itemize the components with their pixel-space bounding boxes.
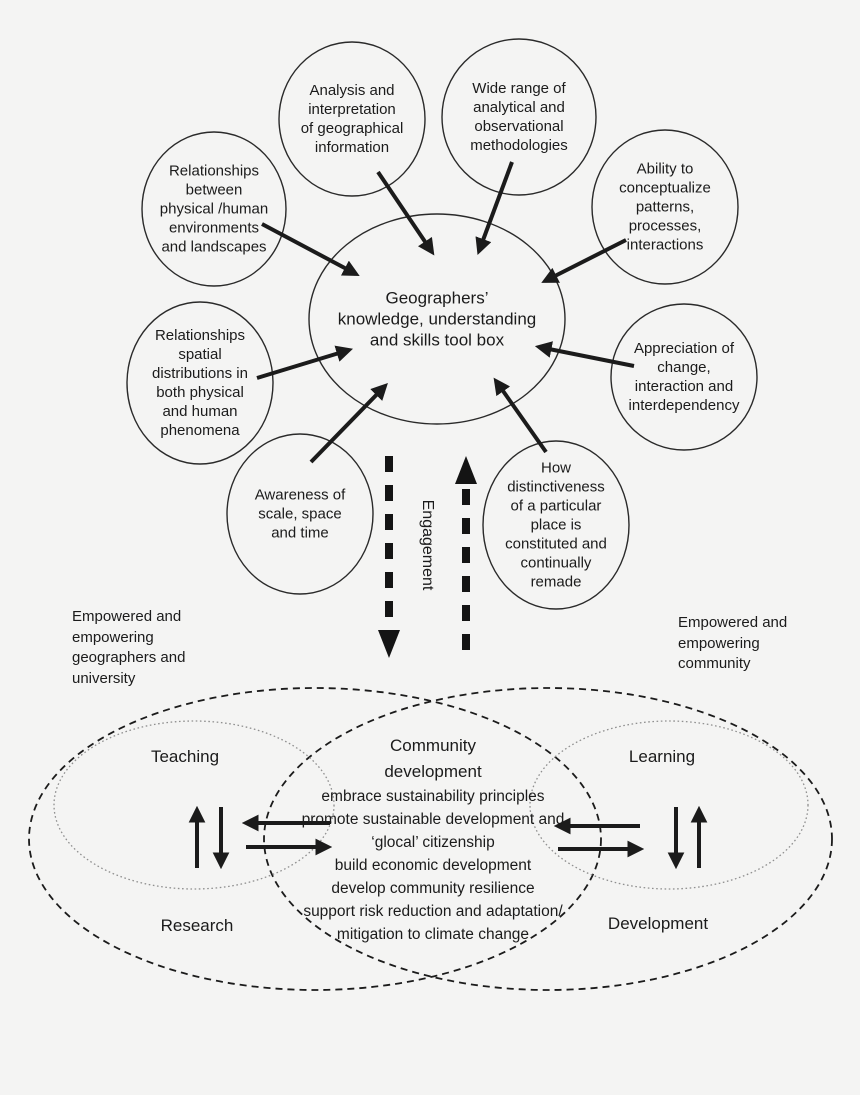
community-item-sustainability: embrace sustainability principles	[321, 788, 545, 805]
arrow-methodologies-to-hub	[475, 161, 514, 255]
community-item-climate: support risk reduction and adaptation/ m…	[303, 903, 563, 943]
teaching-inner-ellipse	[53, 720, 335, 890]
bubble-methodologies-circle	[441, 38, 597, 196]
caption-university: Empowered and empowering geographers and…	[72, 608, 186, 687]
engagement-down-arrowhead	[378, 630, 400, 658]
bubble-awareness-circle	[226, 433, 374, 595]
engagement-label: Engagement	[419, 499, 436, 591]
bubble-interdependency-label: Appreciation of change, interaction and …	[628, 340, 740, 414]
community-item-economic: build economic development	[334, 857, 532, 874]
bubble-interdependency-circle	[610, 303, 758, 451]
venn-right-ellipse	[263, 687, 833, 991]
development-label: Development	[607, 914, 709, 933]
hub-label: Geographers’ knowledge, understanding an…	[337, 288, 537, 350]
learning-label: Learning	[628, 747, 696, 766]
research-label: Research	[160, 916, 234, 935]
venn-left-ellipse	[28, 687, 602, 991]
community-item-resilience: develop community resilience	[331, 880, 535, 897]
learning-inner-ellipse	[529, 720, 809, 890]
bubble-spatial-circle	[126, 301, 274, 465]
caption-community: Empowered and empowering community	[678, 614, 788, 672]
bubble-awareness-label: Awareness of scale, space and time	[254, 486, 346, 542]
bubble-distinctiveness-circle	[482, 440, 630, 610]
arrow-environments-to-hub	[261, 222, 360, 276]
bubble-environments-label: Relationships between physical /human en…	[159, 162, 269, 256]
community-development-title: Community development	[384, 736, 482, 781]
bubble-spatial-label: Relationships spatial distributions in b…	[152, 327, 248, 439]
bubble-methodologies-label: Wide range of analytical and observation…	[470, 80, 568, 154]
arrow-spatial-to-hub	[256, 345, 354, 380]
community-item-glocal: promote sustainable development and ‘glo…	[301, 811, 565, 851]
bubble-analysis-label: Analysis and interpretation of geographi…	[300, 82, 404, 156]
hub-ellipse	[308, 213, 566, 425]
bubble-analysis-circle	[278, 41, 426, 197]
engagement-up-arrowhead	[455, 456, 477, 484]
arrow-analysis-to-hub	[376, 170, 435, 256]
arrow-conceptualize-to-hub	[541, 238, 627, 283]
arrow-distinctiveness-to-hub	[493, 377, 548, 454]
arrow-awareness-to-hub	[309, 382, 388, 464]
community-development-block: Community development embrace sustainabi…	[263, 733, 603, 946]
bubble-conceptualize-circle	[591, 129, 739, 285]
arrow-interdependency-to-hub	[534, 341, 635, 368]
teaching-label: Teaching	[150, 747, 220, 766]
bubble-environments-circle	[141, 131, 287, 287]
bubble-distinctiveness-label: How distinctiveness of a particular plac…	[505, 459, 607, 591]
bubble-conceptualize-label: Ability to conceptualize patterns, proce…	[619, 160, 711, 254]
